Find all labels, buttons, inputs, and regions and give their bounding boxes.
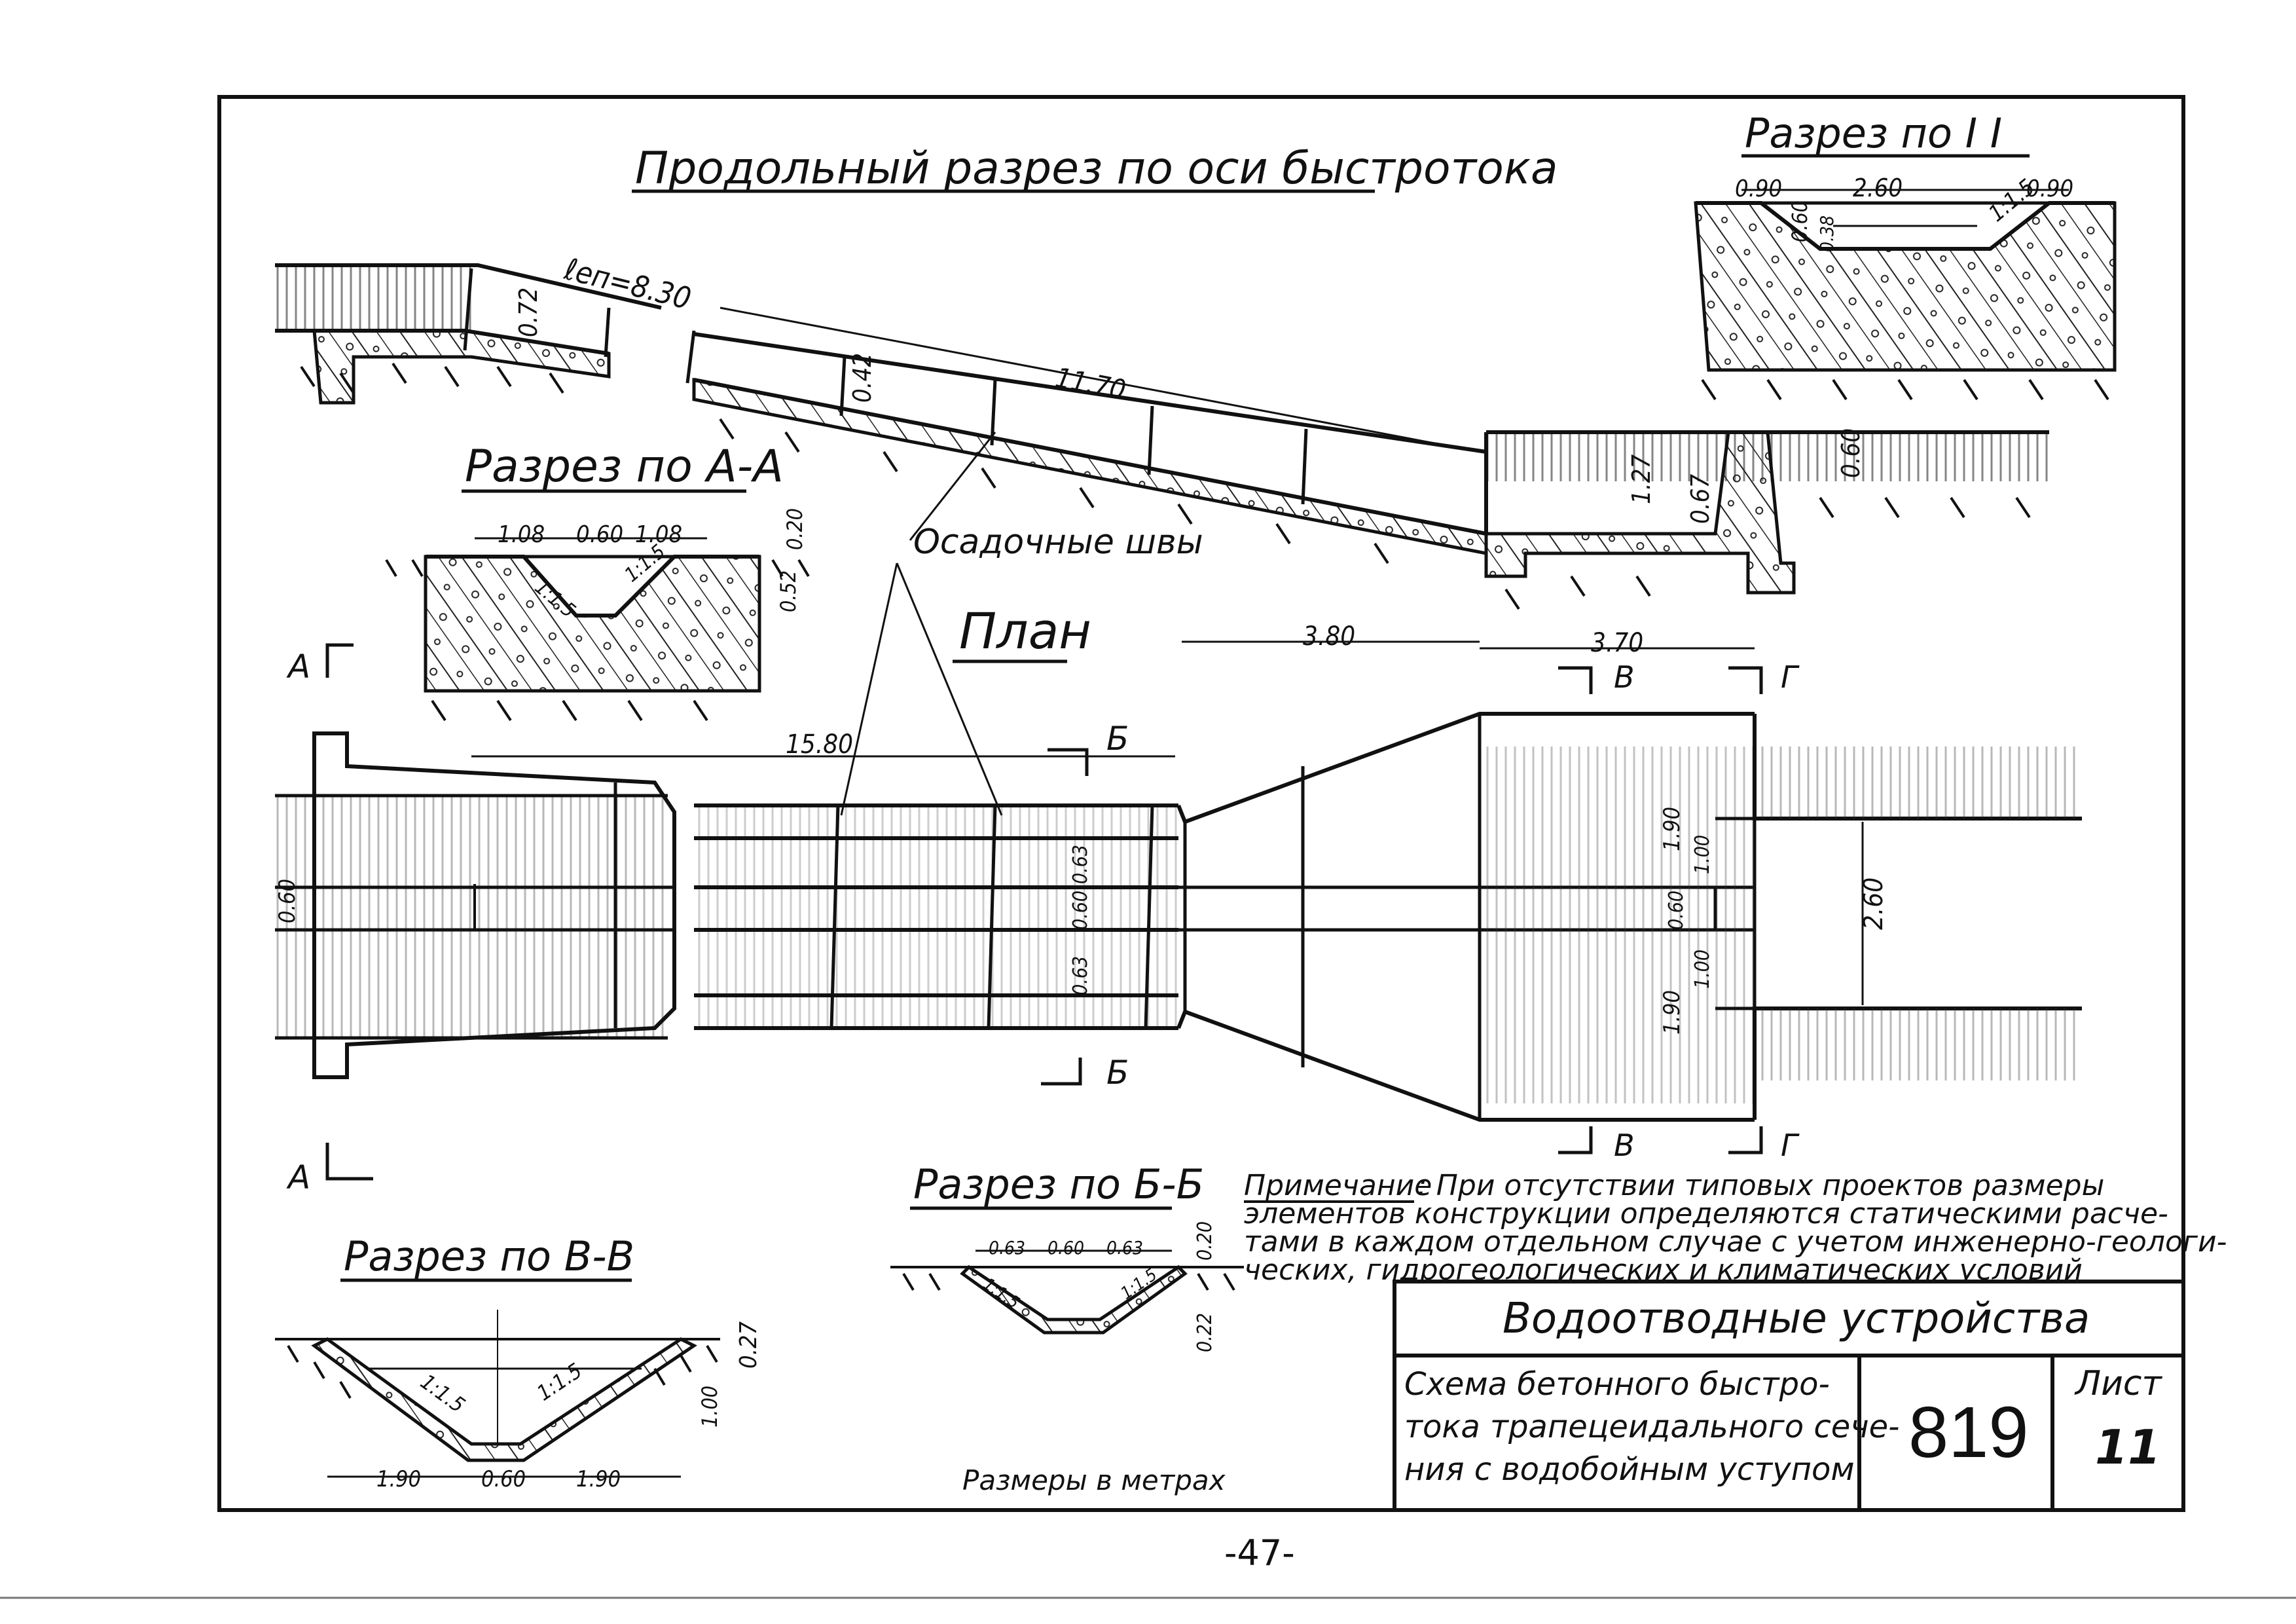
dim-plan-100-top: 1.00 — [1691, 835, 1714, 874]
note-line-1: : При отсутствии типовых проектов размер… — [1417, 1169, 2104, 1202]
dim-s1-water: 0.38 — [1816, 215, 1838, 252]
dim-bb-right: 0.63 — [1106, 1237, 1143, 1259]
stamp-desc-3: ния с водобойным уступом — [1404, 1451, 1855, 1488]
dim-aa-top: 0.20 — [782, 508, 807, 550]
dim-plan-063-b: 0.63 — [1069, 956, 1092, 995]
dim-s1-depth: 0.60 — [1787, 200, 1812, 242]
dim-plan-190-bot: 1.90 — [1659, 990, 1685, 1035]
note-line-3: тами в каждом отдельном случае с учетом … — [1244, 1225, 2227, 1259]
title-section-1: Разрез по I I — [1745, 109, 2002, 157]
dim-vv-left: 1.90 — [376, 1466, 421, 1492]
mark-v-bottom: В — [1614, 1128, 1635, 1163]
dim-len-transition: ℓеп=8.30 — [560, 251, 695, 316]
dim-bb-top: 0.20 — [1194, 1221, 1216, 1261]
page-number: -47- — [1224, 1532, 1295, 1574]
dim-vv-right: 1.90 — [576, 1466, 621, 1492]
mark-g-top: Г — [1781, 659, 1800, 695]
dim-067: 0.67 — [1686, 474, 1715, 524]
dim-s1-left: 0.90 — [1735, 175, 1782, 202]
stamp-category: Водоотводные устройства — [1503, 1295, 2090, 1343]
plan-view: План 0.60 15.80 0.63 0.60 0.63 Б Б 3.80 … — [274, 602, 2082, 1196]
section-bb: Разрез по Б-Б 0.63 0.60 0.63 0.20 0.22 1… — [890, 1160, 1244, 1352]
dim-plan-060-mid: 0.60 — [1069, 891, 1092, 930]
title-block: Водоотводные устройства Схема бетонного … — [1393, 1280, 2185, 1512]
section-1: Разрез по I I 0.90 2.60 0.90 0.60 0.38 1… — [1694, 109, 2117, 401]
label-joints: Осадочные швы — [913, 523, 1203, 562]
dim-bb-bottom: 0.22 — [1194, 1313, 1216, 1352]
dim-plan-060: 0.60 — [1665, 891, 1688, 930]
dim-plan-total: 15.80 — [786, 729, 853, 760]
dim-s1-mid: 2.60 — [1853, 174, 1903, 202]
dim-aa-depth: 0.52 — [776, 570, 801, 612]
stamp-desc-2: тока трапецеидального сече- — [1404, 1409, 1899, 1445]
dim-aa-mid: 0.60 — [576, 521, 623, 548]
title-section-vv: Разрез по В-В — [344, 1232, 634, 1280]
dim-072: 0.72 — [514, 287, 543, 337]
mark-v-top: В — [1614, 659, 1635, 695]
dim-bb-left: 0.63 — [989, 1237, 1025, 1259]
mark-a-top: А — [286, 648, 310, 686]
stamp-sheet-no: 11 — [2095, 1420, 2160, 1475]
title-section-aa: Разрез по А-А — [465, 441, 784, 492]
section-aa: Разрез по А-А 1.08 0.60 1.08 0.20 0.52 1… — [286, 441, 810, 722]
dim-plan-190-top: 1.90 — [1659, 807, 1685, 851]
dim-plan-060-left: 0.60 — [274, 879, 301, 923]
mark-a-bottom: А — [286, 1158, 310, 1196]
stamp-number: 819 — [1908, 1392, 2029, 1473]
dim-vv-depth: 1.00 — [697, 1386, 722, 1428]
dim-aa-left: 1.08 — [498, 521, 545, 548]
title-plan: План — [959, 602, 1091, 660]
section-vv: Разрез по В-В 1.90 0.60 1.90 0.27 1.00 1… — [275, 1232, 762, 1492]
mark-g-bottom: Г — [1781, 1128, 1800, 1163]
dim-042: 0.42 — [848, 353, 877, 403]
dim-060-basin: 0.60 — [1836, 428, 1865, 478]
longitudinal-section: Продольный разрез по оси быстротока 0.72… — [275, 143, 2049, 816]
dim-s1-right: 0.90 — [2026, 175, 2073, 202]
dim-127: 1.27 — [1627, 454, 1656, 504]
dim-aa-right: 1.08 — [635, 521, 682, 548]
dim-len-chute: 11.70 — [1053, 361, 1129, 407]
sheet-frame — [217, 95, 2185, 1512]
note-line-2: элементов конструкции определяются стати… — [1244, 1197, 2168, 1230]
stamp-sheet-label: Лист — [2074, 1364, 2162, 1403]
stamp-desc-1: Схема бетонного быстро- — [1404, 1366, 1830, 1403]
note: Примечание : При отсутствии типовых прое… — [1244, 1169, 2227, 1287]
mark-b-bottom: Б — [1106, 1054, 1129, 1092]
dim-plan-100-bot: 1.00 — [1691, 950, 1714, 989]
dim-vv-slope-r: 1:1.5 — [532, 1358, 586, 1406]
dim-bb-mid: 0.60 — [1048, 1237, 1084, 1259]
title-section-bb: Разрез по Б-Б — [913, 1160, 1204, 1208]
dim-plan-063-a: 0.63 — [1069, 845, 1092, 884]
dim-plan-diverge: 3.80 — [1303, 621, 1355, 652]
dim-vv-top: 0.27 — [735, 1321, 762, 1369]
dim-plan-basin: 3.70 — [1591, 628, 1643, 658]
title-longitudinal: Продольный разрез по оси быстротока — [635, 143, 1558, 194]
dim-plan-260: 2.60 — [1859, 877, 1889, 930]
units-note: Размеры в метрах — [962, 1464, 1226, 1496]
dim-vv-mid: 0.60 — [481, 1466, 526, 1492]
note-heading: Примечание — [1244, 1169, 1432, 1202]
mark-b-top: Б — [1106, 720, 1129, 758]
